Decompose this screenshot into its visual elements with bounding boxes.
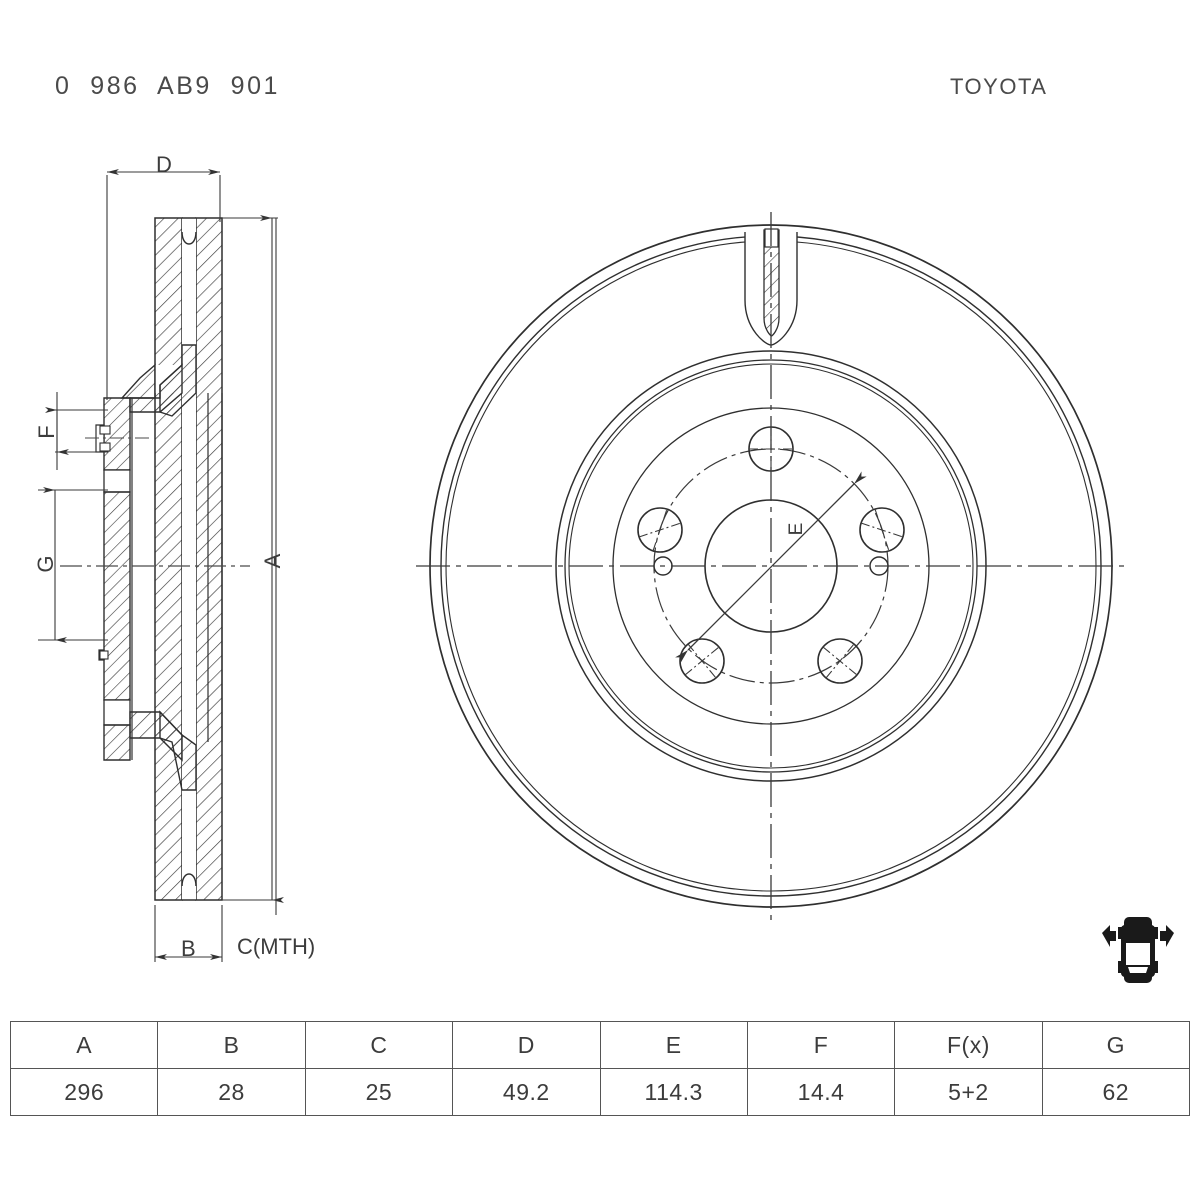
table-header-row: A B C D E F F(x) G [9,1021,1191,1069]
table-value-row: 296 28 25 49.2 114.3 14.4 5+2 62 [9,1068,1191,1116]
cross-section-view [60,217,250,901]
dimension-label-D: D [156,152,172,177]
dimension-label-A: A [260,553,285,569]
dimension-label-F: F [34,425,59,439]
table-value-C: 25 [304,1068,454,1116]
table-value-Fx: 5+2 [894,1068,1043,1116]
brand-name: TOYOTA [950,74,1048,99]
spec-table: A B C D E F F(x) G 296 28 25 49.2 114.3 … [9,1021,1191,1116]
front-view [416,212,1128,922]
table-header-A: A [9,1021,159,1069]
table-value-G: 62 [1041,1068,1191,1116]
table-header-Fx: F(x) [894,1021,1043,1069]
table-value-F: 14.4 [746,1068,896,1116]
dimension-label-C: C(MTH) [237,934,316,959]
dimension-label-E: E [786,522,807,536]
dimension-D [106,168,221,400]
table-value-E: 114.3 [599,1068,748,1116]
vane-slot [744,228,798,346]
front-axle-car-icon [1102,917,1174,983]
dimension-F [44,392,108,470]
table-value-A: 296 [9,1068,159,1116]
table-header-B: B [157,1021,306,1069]
table-value-D: 49.2 [452,1068,601,1116]
bolt-holes [637,426,905,684]
table-header-F: F [746,1021,896,1069]
dimension-label-B: B [181,936,196,961]
dimension-label-G: G [33,555,58,573]
part-number: 0 986 AB9 901 [55,72,280,100]
bolt-pitch-circle [653,448,889,684]
table-header-G: G [1041,1021,1191,1069]
dimension-E [675,471,867,663]
table-header-E: E [599,1021,748,1069]
table-header-C: C [304,1021,454,1069]
table-header-D: D [452,1021,601,1069]
locating-holes [653,556,889,576]
table-value-B: 28 [157,1068,306,1116]
